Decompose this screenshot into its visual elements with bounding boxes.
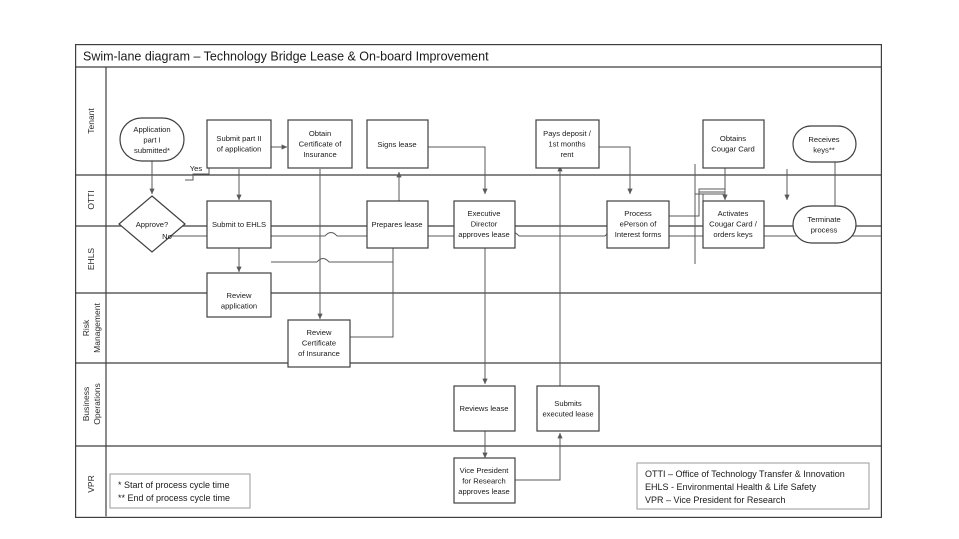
node-submits-executed-lease[interactable]: Submits executed lease: [536, 385, 600, 432]
node-pays-deposit-line2: 1st months: [548, 140, 585, 149]
node-activates-cougar-line2: Cougar Card /: [709, 220, 758, 229]
node-vp-research-line3: approves lease: [458, 487, 510, 496]
cycle-time-note: * Start of process cycle time ** End of …: [109, 473, 251, 509]
node-application-part-i-line2: part I: [143, 136, 160, 145]
node-submit-part-ii[interactable]: Submit part II of application: [206, 119, 272, 169]
node-activates-cougar-card[interactable]: Activates Cougar Card / orders keys: [702, 200, 765, 249]
node-obtain-coi-line2: Certificate of: [299, 140, 343, 149]
node-application-part-i-line1: Application: [133, 125, 170, 134]
node-pays-deposit-line3: rent: [560, 150, 574, 159]
node-signs-lease[interactable]: Signs lease: [366, 119, 429, 169]
node-review-application-line2: application: [221, 302, 257, 311]
node-obtain-certificate-of-insurance[interactable]: Obtain Certificate of Insurance: [287, 119, 353, 169]
node-review-application-line1: Review: [227, 291, 252, 300]
node-terminate-process-line2: process: [811, 226, 838, 235]
node-prepares-lease[interactable]: Prepares lease: [366, 200, 429, 249]
diagram-title: Swim-lane diagram – Technology Bridge Le…: [83, 50, 489, 64]
node-terminate-process-line1: Terminate: [807, 215, 840, 224]
lane-label-tenant: Tenant: [86, 108, 96, 134]
node-application-part-i[interactable]: Application part I submitted*: [119, 117, 185, 162]
node-vice-president-approves-lease[interactable]: Vice President for Research approves lea…: [453, 457, 516, 504]
node-submit-part-ii-line1: Submit part II: [216, 134, 261, 143]
lane-label-otti-text: OTTI: [86, 190, 96, 209]
node-vp-research-line1: Vice President: [460, 466, 510, 475]
lane-label-risk-line2: Management: [92, 303, 102, 353]
node-process-eperson-line2: ePerson of: [620, 220, 658, 229]
node-approve-decision-label: Approve?: [136, 220, 169, 229]
node-process-eperson-forms[interactable]: Process ePerson of Interest forms: [606, 200, 670, 249]
node-submits-executed-line2: executed lease: [542, 410, 593, 419]
node-prepares-lease-label: Prepares lease: [371, 220, 422, 229]
node-exec-dir-line1: Executive: [468, 209, 501, 218]
node-review-coi-line2: Certificate: [302, 339, 336, 348]
lane-label-tenant-text: Tenant: [86, 108, 96, 134]
node-process-eperson-line3: Interest forms: [615, 230, 662, 239]
acronym-legend-line2: EHLS - Environmental Health & Life Safet…: [645, 482, 817, 492]
edge-label-yes: Yes: [190, 164, 203, 173]
node-vp-research-line2: for Research: [462, 477, 505, 486]
node-executive-director-approves-lease[interactable]: Executive Director approves lease: [453, 200, 516, 249]
node-signs-lease-label: Signs lease: [377, 140, 416, 149]
node-receives-keys-line2: keys**: [813, 146, 835, 155]
node-submit-part-ii-line2: of application: [217, 145, 262, 154]
swimlane-diagram: Swim-lane diagram – Technology Bridge Le…: [75, 44, 882, 518]
node-submits-executed-line1: Submits: [554, 399, 582, 408]
node-review-application[interactable]: Review application: [206, 272, 272, 318]
lane-label-busops-line1: Business: [81, 387, 91, 422]
node-exec-dir-line2: Director: [471, 220, 498, 229]
node-receives-keys[interactable]: Receives keys**: [792, 125, 857, 163]
node-terminate-process[interactable]: Terminate process: [792, 205, 857, 244]
acronym-legend: OTTI – Office of Technology Transfer & I…: [636, 462, 870, 510]
lane-label-business-operations: Business Operations: [81, 383, 102, 425]
node-receives-keys-line1: Receives: [808, 135, 839, 144]
node-reviews-lease-label: Reviews lease: [460, 404, 509, 413]
node-obtain-coi-line3: Insurance: [303, 150, 336, 159]
lane-label-risk-line1: Risk: [81, 319, 91, 336]
lane-label-vpr: VPR: [86, 475, 96, 492]
node-pays-deposit[interactable]: Pays deposit / 1st months rent: [535, 119, 600, 169]
node-review-coi-line1: Review: [307, 328, 332, 337]
lane-label-otti: OTTI: [86, 190, 96, 209]
node-activates-cougar-line1: Activates: [718, 209, 749, 218]
node-submit-to-ehls[interactable]: Submit to EHLS: [206, 200, 272, 249]
node-exec-dir-line3: approves lease: [458, 230, 510, 239]
diagram-frame: [75, 44, 882, 518]
node-pays-deposit-line1: Pays deposit /: [543, 129, 592, 138]
lane-label-ehls-text: EHLS: [86, 248, 96, 271]
node-process-eperson-line1: Process: [624, 209, 652, 218]
edge-label-no: No: [162, 232, 172, 241]
node-review-certificate-of-insurance[interactable]: Review Certificate of Insurance: [287, 319, 351, 368]
lane-label-risk-management: Risk Management: [81, 303, 102, 353]
node-application-part-i-line3: submitted*: [134, 146, 170, 155]
node-obtains-cougar-card-line2: Cougar Card: [711, 145, 754, 154]
lane-label-busops-line2: Operations: [92, 383, 102, 425]
node-obtains-cougar-card[interactable]: Obtains Cougar Card: [702, 119, 765, 169]
cycle-time-note-line1: * Start of process cycle time: [118, 480, 230, 490]
node-obtains-cougar-card-line1: Obtains: [720, 134, 746, 143]
node-approve-decision[interactable]: Approve?: [118, 195, 186, 253]
lane-label-vpr-text: VPR: [86, 475, 96, 492]
acronym-legend-line1: OTTI – Office of Technology Transfer & I…: [645, 469, 845, 479]
acronym-legend-line3: VPR – Vice President for Research: [645, 495, 785, 505]
lane-label-ehls: EHLS: [86, 248, 96, 271]
node-obtain-coi-line1: Obtain: [309, 129, 331, 138]
cycle-time-note-line2: ** End of process cycle time: [118, 493, 230, 503]
node-activates-cougar-line3: orders keys: [713, 230, 752, 239]
node-review-coi-line3: of Insurance: [298, 349, 340, 358]
node-submit-to-ehls-label: Submit to EHLS: [212, 220, 266, 229]
node-reviews-lease[interactable]: Reviews lease: [453, 385, 516, 432]
